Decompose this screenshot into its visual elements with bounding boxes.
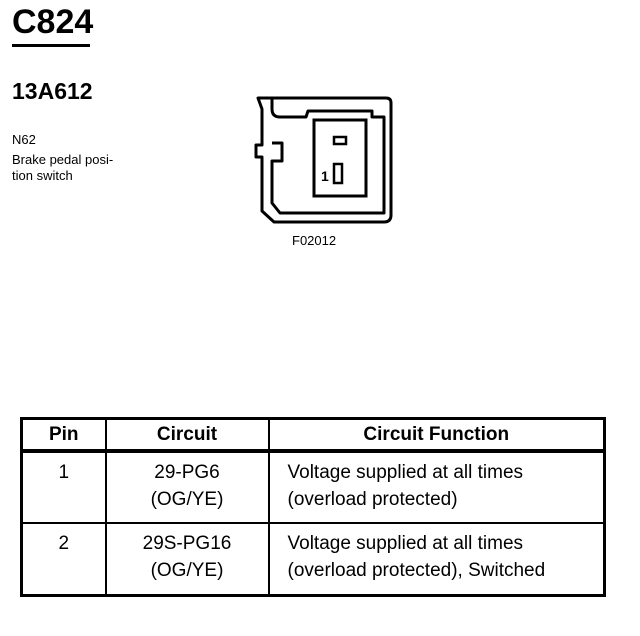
component-description-line: tion switch xyxy=(12,168,73,183)
circuit-cell: 29S-PG16 (OG/YE) xyxy=(104,522,270,596)
function-line: Voltage supplied at all times xyxy=(287,533,524,554)
pin-2-terminal xyxy=(332,135,348,146)
component-description: Brake pedal posi- tion switch xyxy=(12,152,140,184)
circuit-number: 29-PG6 xyxy=(154,462,220,483)
wire-color: (OG/YE) xyxy=(150,489,224,510)
connector-face-diagram: 1 xyxy=(254,96,393,224)
column-header-circuit: Circuit xyxy=(104,417,270,452)
circuit-cell: 29-PG6 (OG/YE) xyxy=(104,450,270,524)
table-header-row: Pin Circuit Circuit Function xyxy=(20,417,606,452)
component-description-line: Brake pedal posi- xyxy=(12,152,114,167)
pin-1-terminal xyxy=(332,162,344,185)
function-line: Voltage supplied at all times xyxy=(287,462,524,483)
column-header-circuit-function: Circuit Function xyxy=(267,417,606,452)
figure-id: F02012 xyxy=(292,233,337,248)
function-cell: Voltage supplied at all times (overload … xyxy=(267,450,606,524)
connector-inner-wall xyxy=(270,98,386,215)
part-number: 13A612 xyxy=(12,78,93,104)
pin-cavity-frame xyxy=(312,118,368,198)
function-line: (overload protected) xyxy=(287,489,458,510)
circuit-number: 29S-PG16 xyxy=(142,533,232,554)
pin-cell: 2 xyxy=(20,522,107,596)
pin-1-label: 1 xyxy=(321,168,329,184)
wire-color: (OG/YE) xyxy=(150,560,224,581)
pinout-table: Pin Circuit Circuit Function 1 29-PG6 (O… xyxy=(20,417,606,597)
table-row: 1 29-PG6 (OG/YE) Voltage supplied at all… xyxy=(20,450,606,524)
component-code: N62 xyxy=(12,132,36,147)
function-line: (overload protected), Switched xyxy=(287,560,546,581)
function-cell: Voltage supplied at all times (overload … xyxy=(267,522,606,596)
connector-id: C824 xyxy=(12,3,94,41)
table-row: 2 29S-PG16 (OG/YE) Voltage supplied at a… xyxy=(20,522,606,596)
connector-id-underline xyxy=(12,44,90,47)
column-header-pin: Pin xyxy=(20,417,107,452)
pin-cell: 1 xyxy=(20,450,107,524)
connector-housing xyxy=(254,96,393,224)
